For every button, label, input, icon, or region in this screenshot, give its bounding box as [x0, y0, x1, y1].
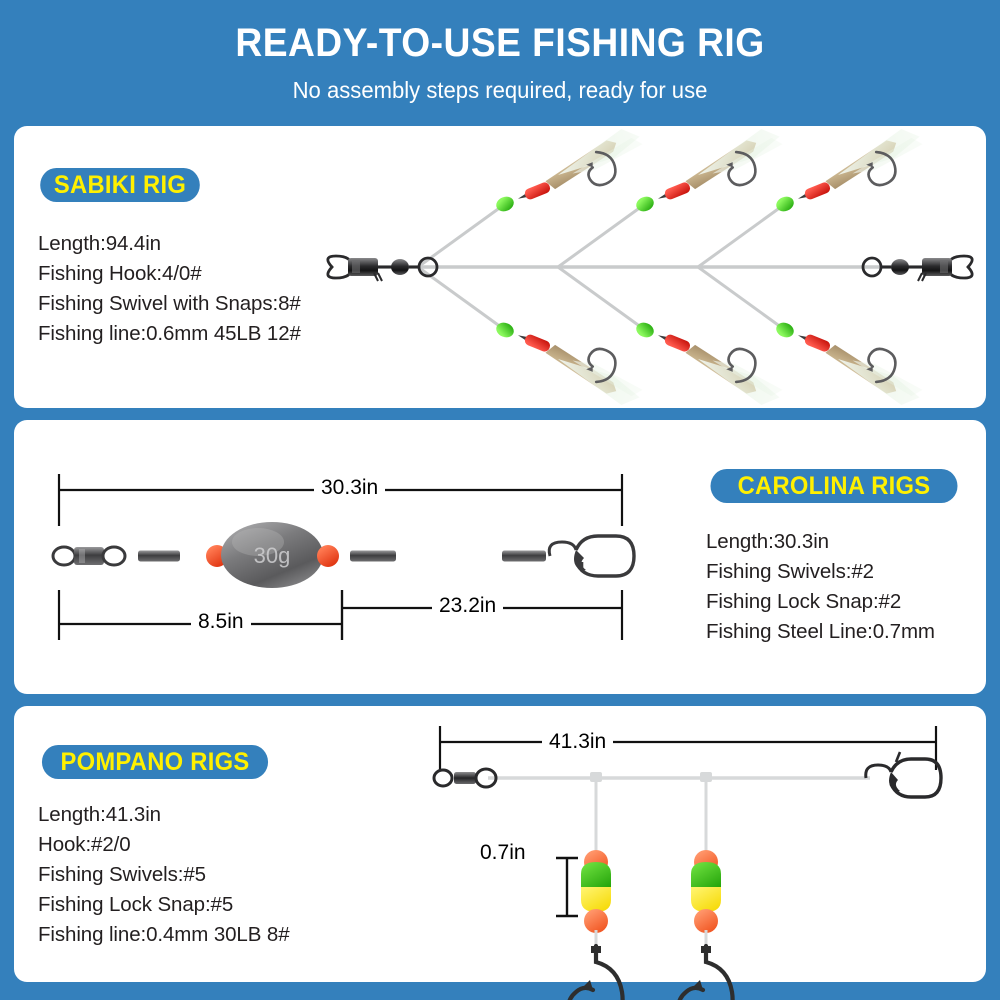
spec-line: Fishing line:0.6mm 45LB 12#	[38, 322, 301, 345]
carolina-swivel-left	[51, 545, 127, 567]
sabiki-fly	[765, 122, 933, 227]
spec-line: Fishing Lock Snap:#5	[38, 893, 234, 916]
card-carolina-rigs: CAROLINA RIGS Length:30.3in Fishing Swiv…	[14, 420, 986, 694]
sabiki-rig-diagram	[326, 122, 974, 412]
badge-sabiki-rig: SABIKI RIG	[40, 168, 200, 202]
pompano-dropper	[679, 778, 733, 1000]
dimension-label-float: 0.7in	[473, 841, 533, 865]
spec-line: Length:94.4in	[38, 232, 161, 255]
header: READY-TO-USE FISHING RIG No assembly ste…	[0, 0, 1000, 126]
card-sabiki-rig: SABIKI RIG Length:94.4in Fishing Hook:4/…	[14, 122, 986, 412]
spec-line: Fishing Swivel with Snaps:8#	[38, 292, 301, 315]
dimension-label-total: 30.3in	[314, 476, 386, 500]
spec-line: Length:41.3in	[38, 803, 161, 826]
bead	[317, 545, 339, 567]
spec-line: Fishing Hook:4/0#	[38, 262, 202, 285]
sabiki-fly	[765, 307, 933, 412]
sabiki-swivel-right	[861, 254, 974, 282]
spec-line: Hook:#2/0	[38, 833, 131, 856]
sabiki-fly	[485, 122, 653, 227]
specs-sabiki: Length:94.4in Fishing Hook:4/0# Fishing …	[38, 229, 301, 349]
dimension-label-left: 8.5in	[191, 610, 251, 634]
pompano-rig-diagram	[432, 726, 943, 982]
sabiki-swivel-left	[326, 254, 439, 282]
dimension-total	[438, 726, 938, 770]
spec-line: Length:30.3in	[706, 530, 829, 553]
dimension-label-right: 23.2in	[432, 594, 504, 618]
badge-label: POMPANO RIGS	[60, 747, 250, 776]
dimension-label-total: 41.3in	[542, 730, 614, 754]
spec-line: Fishing line:0.4mm 30LB 8#	[38, 923, 290, 946]
sinker-weight-label: 30g	[254, 543, 291, 568]
crimp-sleeve	[502, 550, 546, 562]
spec-line: Fishing Lock Snap:#2	[706, 590, 902, 613]
card-pompano-rigs: POMPANO RIGS Length:41.3in Hook:#2/0 Fis…	[14, 706, 986, 982]
dimension-float	[556, 856, 578, 918]
pompano-lock-snap	[864, 751, 943, 799]
pompano-dropper	[569, 778, 623, 1000]
badge-carolina-rigs: CAROLINA RIGS	[710, 469, 958, 503]
carolina-lock-snap	[547, 534, 636, 578]
spec-line: Fishing Steel Line:0.7mm	[706, 620, 935, 643]
egg-sinker: 30g	[221, 522, 323, 588]
crimp-sleeve	[138, 550, 180, 562]
carolina-rig-diagram: 30g	[51, 474, 636, 640]
page-subtitle: No assembly steps required, ready for us…	[292, 77, 708, 103]
spec-line: Fishing Swivels:#2	[706, 560, 874, 583]
sabiki-fly	[625, 307, 793, 412]
specs-carolina: Length:30.3in Fishing Swivels:#2 Fishing…	[706, 527, 935, 647]
page-title: READY-TO-USE FISHING RIG	[235, 21, 765, 65]
crimp-sleeve	[350, 550, 396, 562]
sabiki-fly	[625, 122, 793, 227]
specs-pompano: Length:41.3in Hook:#2/0 Fishing Swivels:…	[38, 800, 290, 950]
badge-label: SABIKI RIG	[53, 170, 187, 199]
spec-line: Fishing Swivels:#5	[38, 863, 206, 886]
pompano-swivel-left	[432, 767, 498, 789]
badge-pompano-rigs: POMPANO RIGS	[41, 745, 269, 779]
sabiki-fly	[485, 307, 653, 412]
badge-label: CAROLINA RIGS	[737, 471, 931, 500]
